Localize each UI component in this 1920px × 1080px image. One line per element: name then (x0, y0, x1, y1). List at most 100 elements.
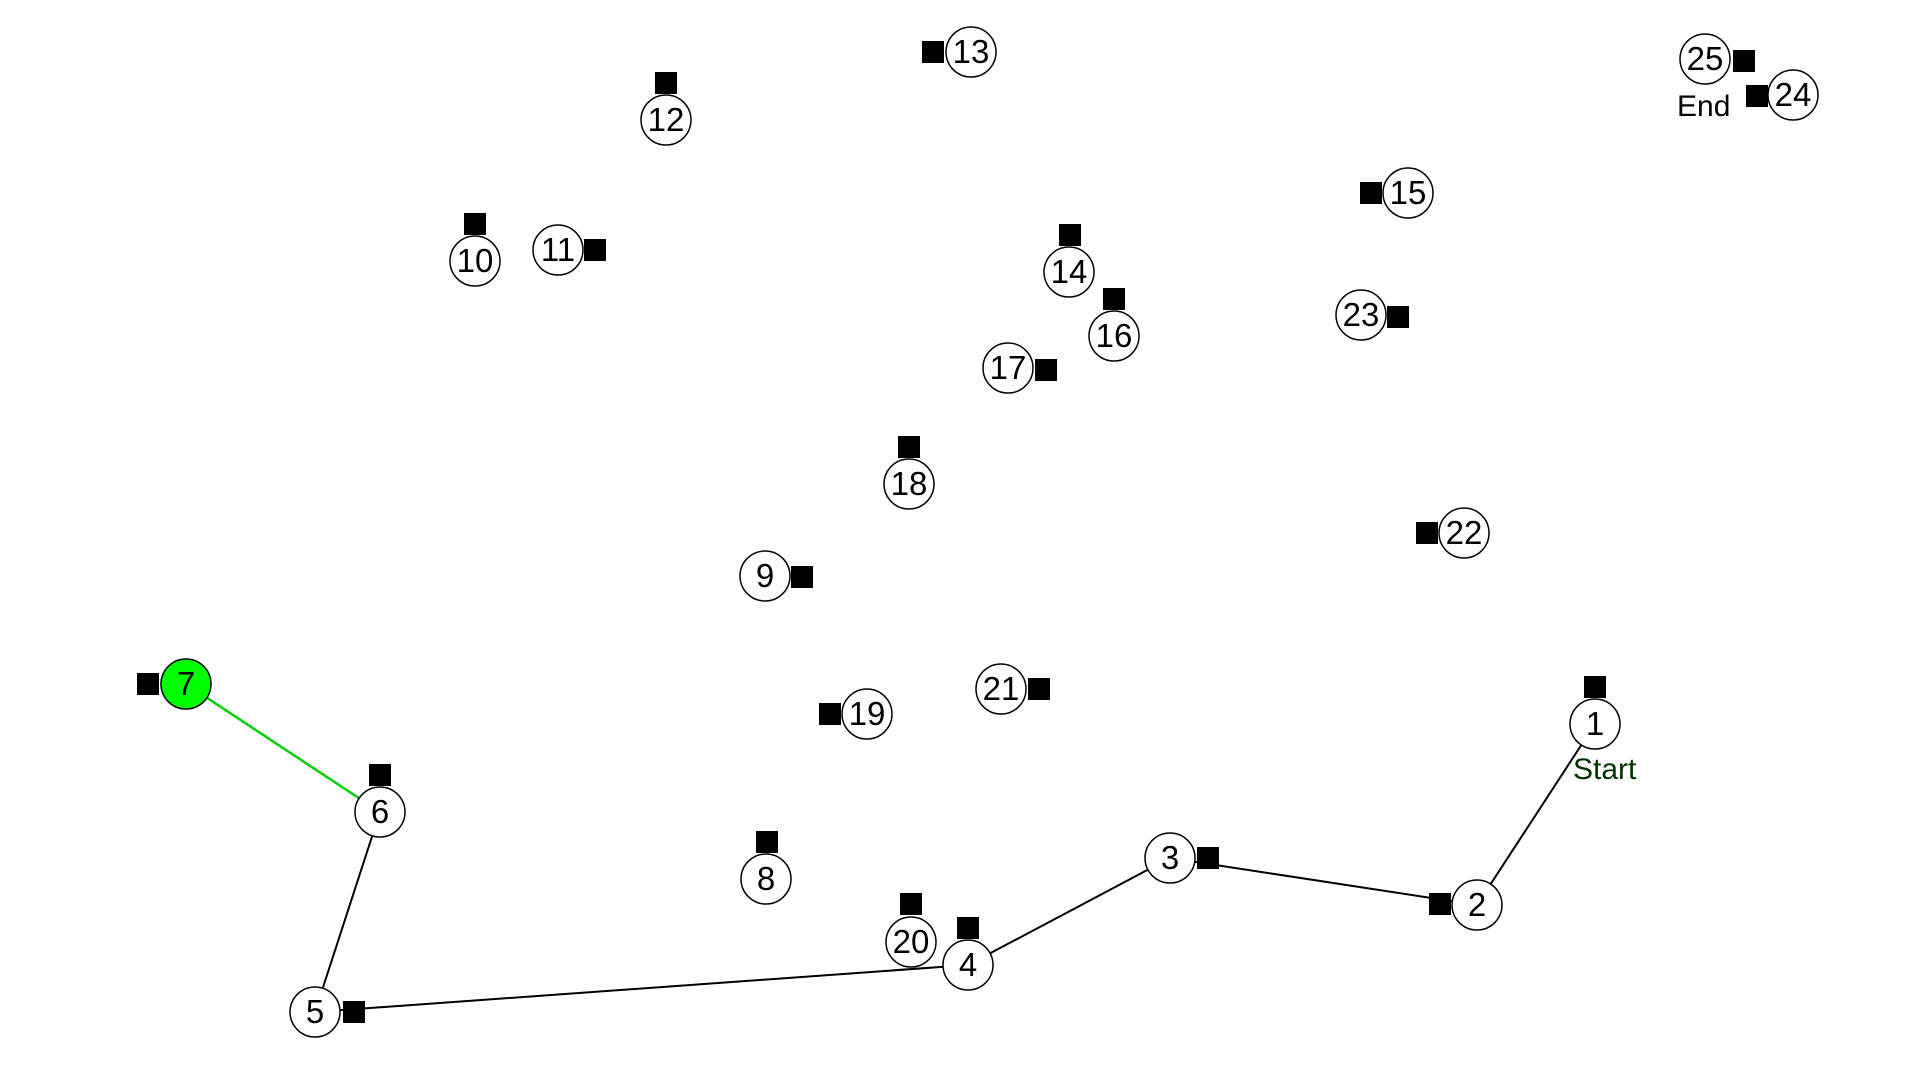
path-segment-6-7 (185, 682, 381, 814)
node-circle-24[interactable] (1767, 69, 1819, 121)
pad-24[interactable] (1746, 85, 1768, 107)
path-lines-layer (185, 682, 1596, 1013)
pad-4[interactable] (957, 917, 979, 939)
node-circle-10[interactable] (449, 235, 501, 287)
pad-7[interactable] (137, 673, 159, 695)
node-17[interactable]: 17 (982, 342, 1034, 394)
path-segment-5-6 (314, 811, 381, 1013)
node-circle-1[interactable] (1569, 698, 1621, 750)
pad-12[interactable] (655, 72, 677, 94)
node-circle-5[interactable] (289, 986, 341, 1038)
node-6[interactable]: 6 (354, 786, 406, 838)
pad-1[interactable] (1584, 676, 1606, 698)
node-22[interactable]: 22 (1438, 507, 1490, 559)
node-circle-12[interactable] (640, 94, 692, 146)
node-circle-23[interactable] (1335, 289, 1387, 341)
node-circle-14[interactable] (1043, 246, 1095, 298)
node-circle-20[interactable] (885, 916, 937, 968)
pad-3[interactable] (1197, 847, 1219, 869)
pad-2[interactable] (1429, 893, 1451, 915)
node-11[interactable]: 11 (532, 224, 584, 276)
node-2[interactable]: 2 (1451, 879, 1503, 931)
node-label-18: 18 (891, 465, 928, 502)
node-1[interactable]: 1 (1569, 698, 1621, 750)
node-circle-3[interactable] (1144, 832, 1196, 884)
node-label-7: 7 (177, 665, 195, 702)
node-18[interactable]: 18 (883, 458, 935, 510)
node-circle-17[interactable] (982, 342, 1034, 394)
node-label-15: 15 (1390, 174, 1427, 211)
node-circle-9[interactable] (739, 550, 791, 602)
node-circle-2[interactable] (1451, 879, 1503, 931)
node-label-19: 19 (849, 695, 886, 732)
node-label-12: 12 (648, 101, 685, 138)
node-circle-21[interactable] (975, 663, 1027, 715)
node-label-5: 5 (306, 993, 324, 1030)
pad-11[interactable] (584, 239, 606, 261)
node-16[interactable]: 16 (1088, 310, 1140, 362)
node-label-8: 8 (757, 860, 775, 897)
node-14[interactable]: 14 (1043, 246, 1095, 298)
node-20[interactable]: 20 (885, 916, 937, 968)
node-24[interactable]: 24 (1767, 69, 1819, 121)
pad-23[interactable] (1387, 306, 1409, 328)
node-circle-19[interactable] (841, 688, 893, 740)
node-7[interactable]: 7 (160, 658, 212, 710)
node-10[interactable]: 10 (449, 235, 501, 287)
node-3[interactable]: 3 (1144, 832, 1196, 884)
node-4[interactable]: 4 (942, 939, 994, 991)
node-12[interactable]: 12 (640, 94, 692, 146)
pad-17[interactable] (1035, 359, 1057, 381)
node-circle-13[interactable] (945, 26, 997, 78)
node-circle-11[interactable] (532, 224, 584, 276)
node-label-16: 16 (1096, 317, 1133, 354)
node-8[interactable]: 8 (740, 853, 792, 905)
pad-18[interactable] (898, 436, 920, 458)
pad-16[interactable] (1103, 288, 1125, 310)
node-19[interactable]: 19 (841, 688, 893, 740)
node-23[interactable]: 23 (1335, 289, 1387, 341)
pad-6[interactable] (369, 764, 391, 786)
node-circle-16[interactable] (1088, 310, 1140, 362)
pad-19[interactable] (819, 703, 841, 725)
end-label: End (1677, 90, 1730, 123)
node-label-14: 14 (1051, 253, 1088, 290)
pad-21[interactable] (1028, 678, 1050, 700)
pad-22[interactable] (1416, 522, 1438, 544)
node-label-4: 4 (959, 946, 977, 983)
node-label-25: 25 (1687, 40, 1724, 77)
node-label-11: 11 (541, 231, 575, 268)
node-label-20: 20 (893, 923, 930, 960)
pad-15[interactable] (1360, 182, 1382, 204)
node-circle-6[interactable] (354, 786, 406, 838)
node-label-9: 9 (756, 557, 774, 594)
node-circle-25[interactable] (1679, 33, 1731, 85)
pad-10[interactable] (464, 213, 486, 235)
node-15[interactable]: 15 (1382, 167, 1434, 219)
pad-5[interactable] (343, 1001, 365, 1023)
node-25[interactable]: 25 (1679, 33, 1731, 85)
node-13[interactable]: 13 (945, 26, 997, 78)
node-circle-15[interactable] (1382, 167, 1434, 219)
pad-13[interactable] (922, 41, 944, 63)
node-label-1: 1 (1586, 705, 1604, 742)
pad-14[interactable] (1059, 224, 1081, 246)
pad-9[interactable] (791, 566, 813, 588)
node-9[interactable]: 9 (739, 550, 791, 602)
pad-25[interactable] (1733, 50, 1755, 72)
node-5[interactable]: 5 (289, 986, 341, 1038)
node-label-24: 24 (1775, 76, 1812, 113)
path-segment-4-5 (314, 964, 969, 1013)
node-circle-7[interactable] (160, 658, 212, 710)
node-21[interactable]: 21 (975, 663, 1027, 715)
pad-20[interactable] (900, 893, 922, 915)
node-circle-18[interactable] (883, 458, 935, 510)
pad-8[interactable] (756, 831, 778, 853)
node-circle-4[interactable] (942, 939, 994, 991)
node-label-22: 22 (1446, 514, 1483, 551)
node-label-6: 6 (371, 793, 389, 830)
node-circle-22[interactable] (1438, 507, 1490, 559)
node-circle-8[interactable] (740, 853, 792, 905)
pads-layer (137, 41, 1768, 1023)
